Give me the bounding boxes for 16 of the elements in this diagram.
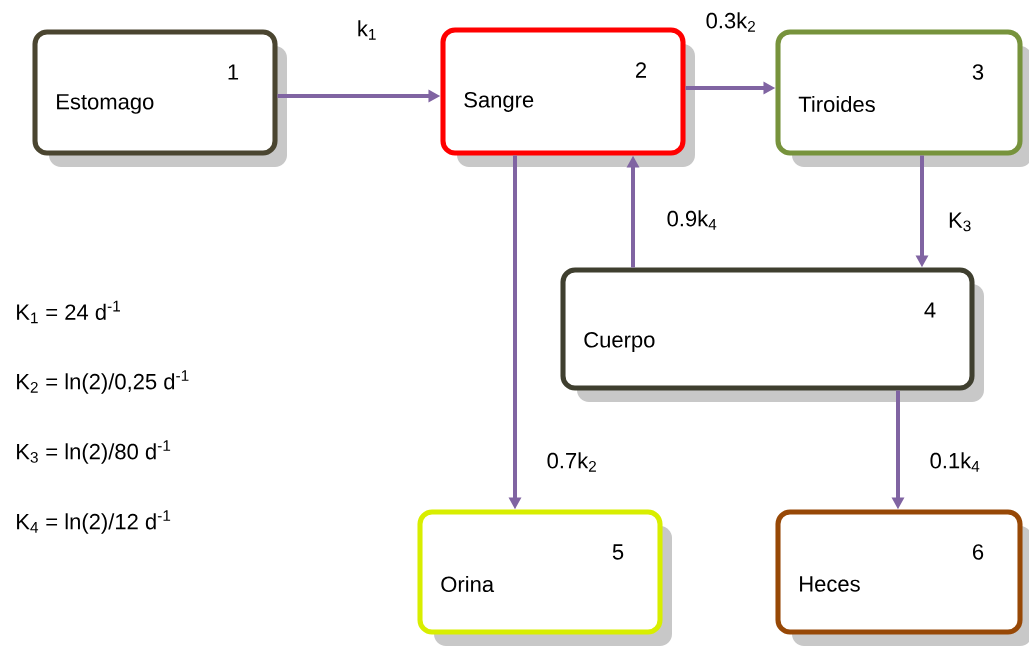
edge-label: 0.1k$_{4}$ bbox=[928, 450, 982, 474]
edge-label: k$_{1}$ bbox=[355, 18, 379, 42]
rate-constant: K$_{3}$ = ln(2)/80 d$^{-1}$ bbox=[17, 440, 171, 464]
edge-label: K$_{3}$ bbox=[946, 211, 974, 233]
edge-label: 0.3k$_{2}$ bbox=[704, 10, 758, 34]
rate-constant: K$_{4}$ = ln(2)/12 d$^{-1}$ bbox=[17, 510, 171, 534]
process-box: 4 Cuerpo bbox=[560, 267, 984, 402]
process-box: 5 Orina bbox=[417, 509, 672, 646]
process-box: 6 Heces bbox=[775, 509, 1029, 646]
rate-constant: K$_{2}$ = ln(2)/0,25 d$^{-1}$ bbox=[17, 370, 189, 394]
rate-constant: K$_{1}$ = 24 d$^{-1}$ bbox=[17, 300, 120, 324]
process-box: 1 Estomago bbox=[32, 29, 287, 167]
process-box: 2 Sangre bbox=[440, 27, 695, 167]
edge-label: 0.7k$_{2}$ bbox=[545, 450, 599, 474]
edge-label: 0.9k$_{4}$ bbox=[665, 208, 719, 232]
process-box: 3 Tiroides bbox=[775, 29, 1029, 167]
